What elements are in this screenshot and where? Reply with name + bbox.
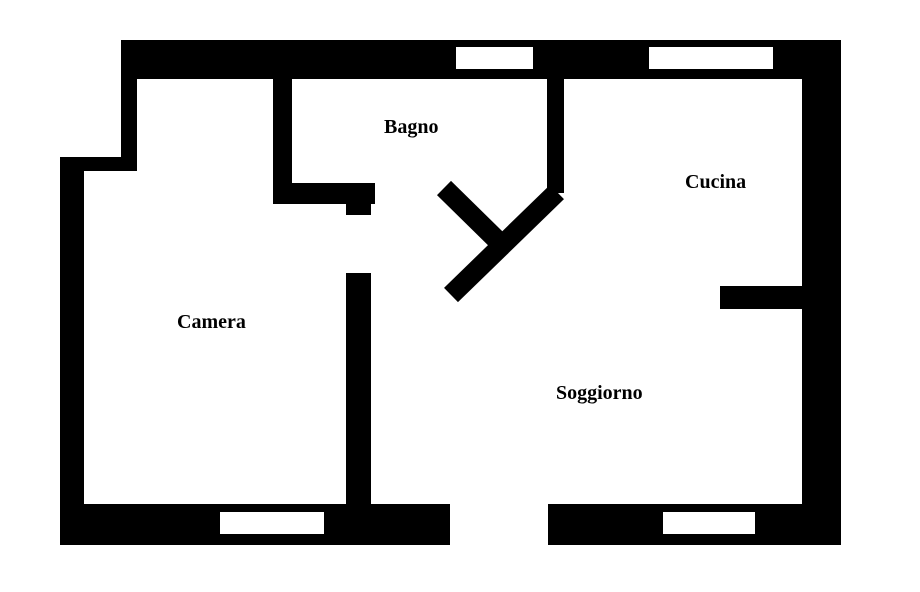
room-label-cucina: Cucina bbox=[685, 171, 747, 193]
wall-bagno-right bbox=[547, 79, 564, 193]
room-label-soggiorno: Soggiorno bbox=[556, 382, 643, 404]
wall-bagno-bottom bbox=[273, 183, 375, 204]
wall-left-upper bbox=[121, 40, 137, 171]
window-bottom-2 bbox=[663, 512, 755, 534]
wall-bagno-stub bbox=[346, 204, 371, 215]
wall-diagonal-branch bbox=[436, 180, 508, 251]
window-bottom-1 bbox=[220, 512, 324, 534]
wall-right bbox=[802, 40, 841, 545]
wall-bagno-left bbox=[273, 79, 292, 204]
window-top-1 bbox=[456, 47, 533, 69]
window-top-2 bbox=[649, 47, 773, 69]
wall-diagonal-main bbox=[444, 184, 564, 303]
wall-cucina-stub bbox=[720, 286, 802, 309]
wall-camera-divider bbox=[346, 273, 371, 504]
room-label-bagno: Bagno bbox=[384, 116, 439, 138]
wall-left bbox=[60, 157, 84, 545]
room-label-camera: Camera bbox=[177, 311, 246, 333]
